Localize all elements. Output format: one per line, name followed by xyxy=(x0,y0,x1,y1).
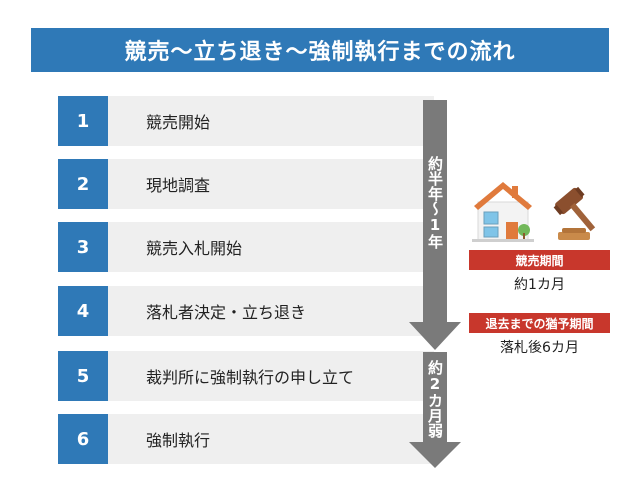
step-number: 6 xyxy=(58,414,108,464)
page-title: 競売〜立ち退き〜強制執行までの流れ xyxy=(31,28,609,72)
step-row-2: 2 現地調査 xyxy=(58,159,434,209)
step-label: 競売入札開始 xyxy=(146,239,243,258)
arrow-1-label: 約半年〜1年 xyxy=(426,156,444,249)
step-label: 競売開始 xyxy=(146,113,211,132)
step-label: 強制執行 xyxy=(146,431,211,450)
period-arrow-2 xyxy=(409,352,461,468)
step-label: 裁判所に強制執行の申し立て xyxy=(146,368,355,387)
step-number: 5 xyxy=(58,351,108,401)
period-value-2: 落札後6カ月 xyxy=(500,340,579,356)
step-number: 1 xyxy=(58,96,108,146)
period-tag-1: 競売期間 xyxy=(469,250,610,270)
step-row-6: 6 強制執行 xyxy=(58,414,434,464)
step-label: 落札者決定・立ち退き xyxy=(146,303,307,322)
step-row-4: 4 落札者決定・立ち退き xyxy=(58,286,434,336)
step-label: 現地調査 xyxy=(146,176,211,195)
step-row-1: 1 競売開始 xyxy=(58,96,434,146)
arrow-2-label: 約2カ月弱 xyxy=(426,360,444,438)
step-number: 3 xyxy=(58,222,108,272)
arrow-shape xyxy=(409,100,461,350)
period-tag-2: 退去までの猶予期間 xyxy=(469,313,610,333)
period-value-1: 約1カ月 xyxy=(514,277,565,293)
gavel-icon xyxy=(553,186,596,240)
step-number: 4 xyxy=(58,286,108,336)
arrow-shape xyxy=(409,352,461,468)
step-row-5: 5 裁判所に強制執行の申し立て xyxy=(58,351,434,401)
step-row-3: 3 競売入札開始 xyxy=(58,222,434,272)
period-arrow-1 xyxy=(409,100,461,350)
step-number: 2 xyxy=(58,159,108,209)
house-icon xyxy=(472,182,534,242)
